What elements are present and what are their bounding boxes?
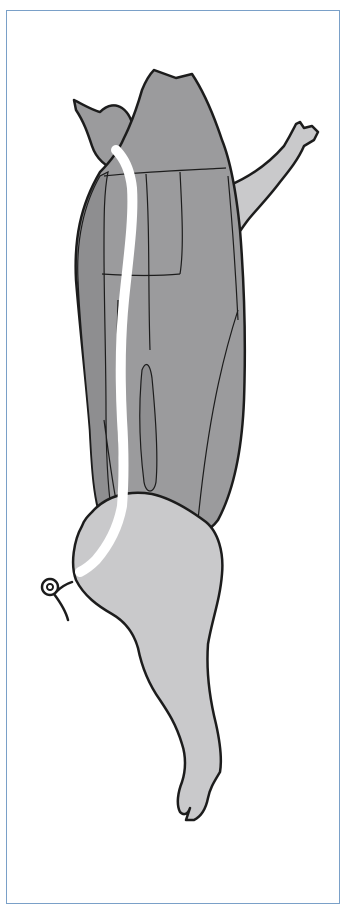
- ham-and-rear-leg: [73, 493, 222, 820]
- tail-curl: [42, 579, 72, 620]
- front-leg: [228, 122, 318, 238]
